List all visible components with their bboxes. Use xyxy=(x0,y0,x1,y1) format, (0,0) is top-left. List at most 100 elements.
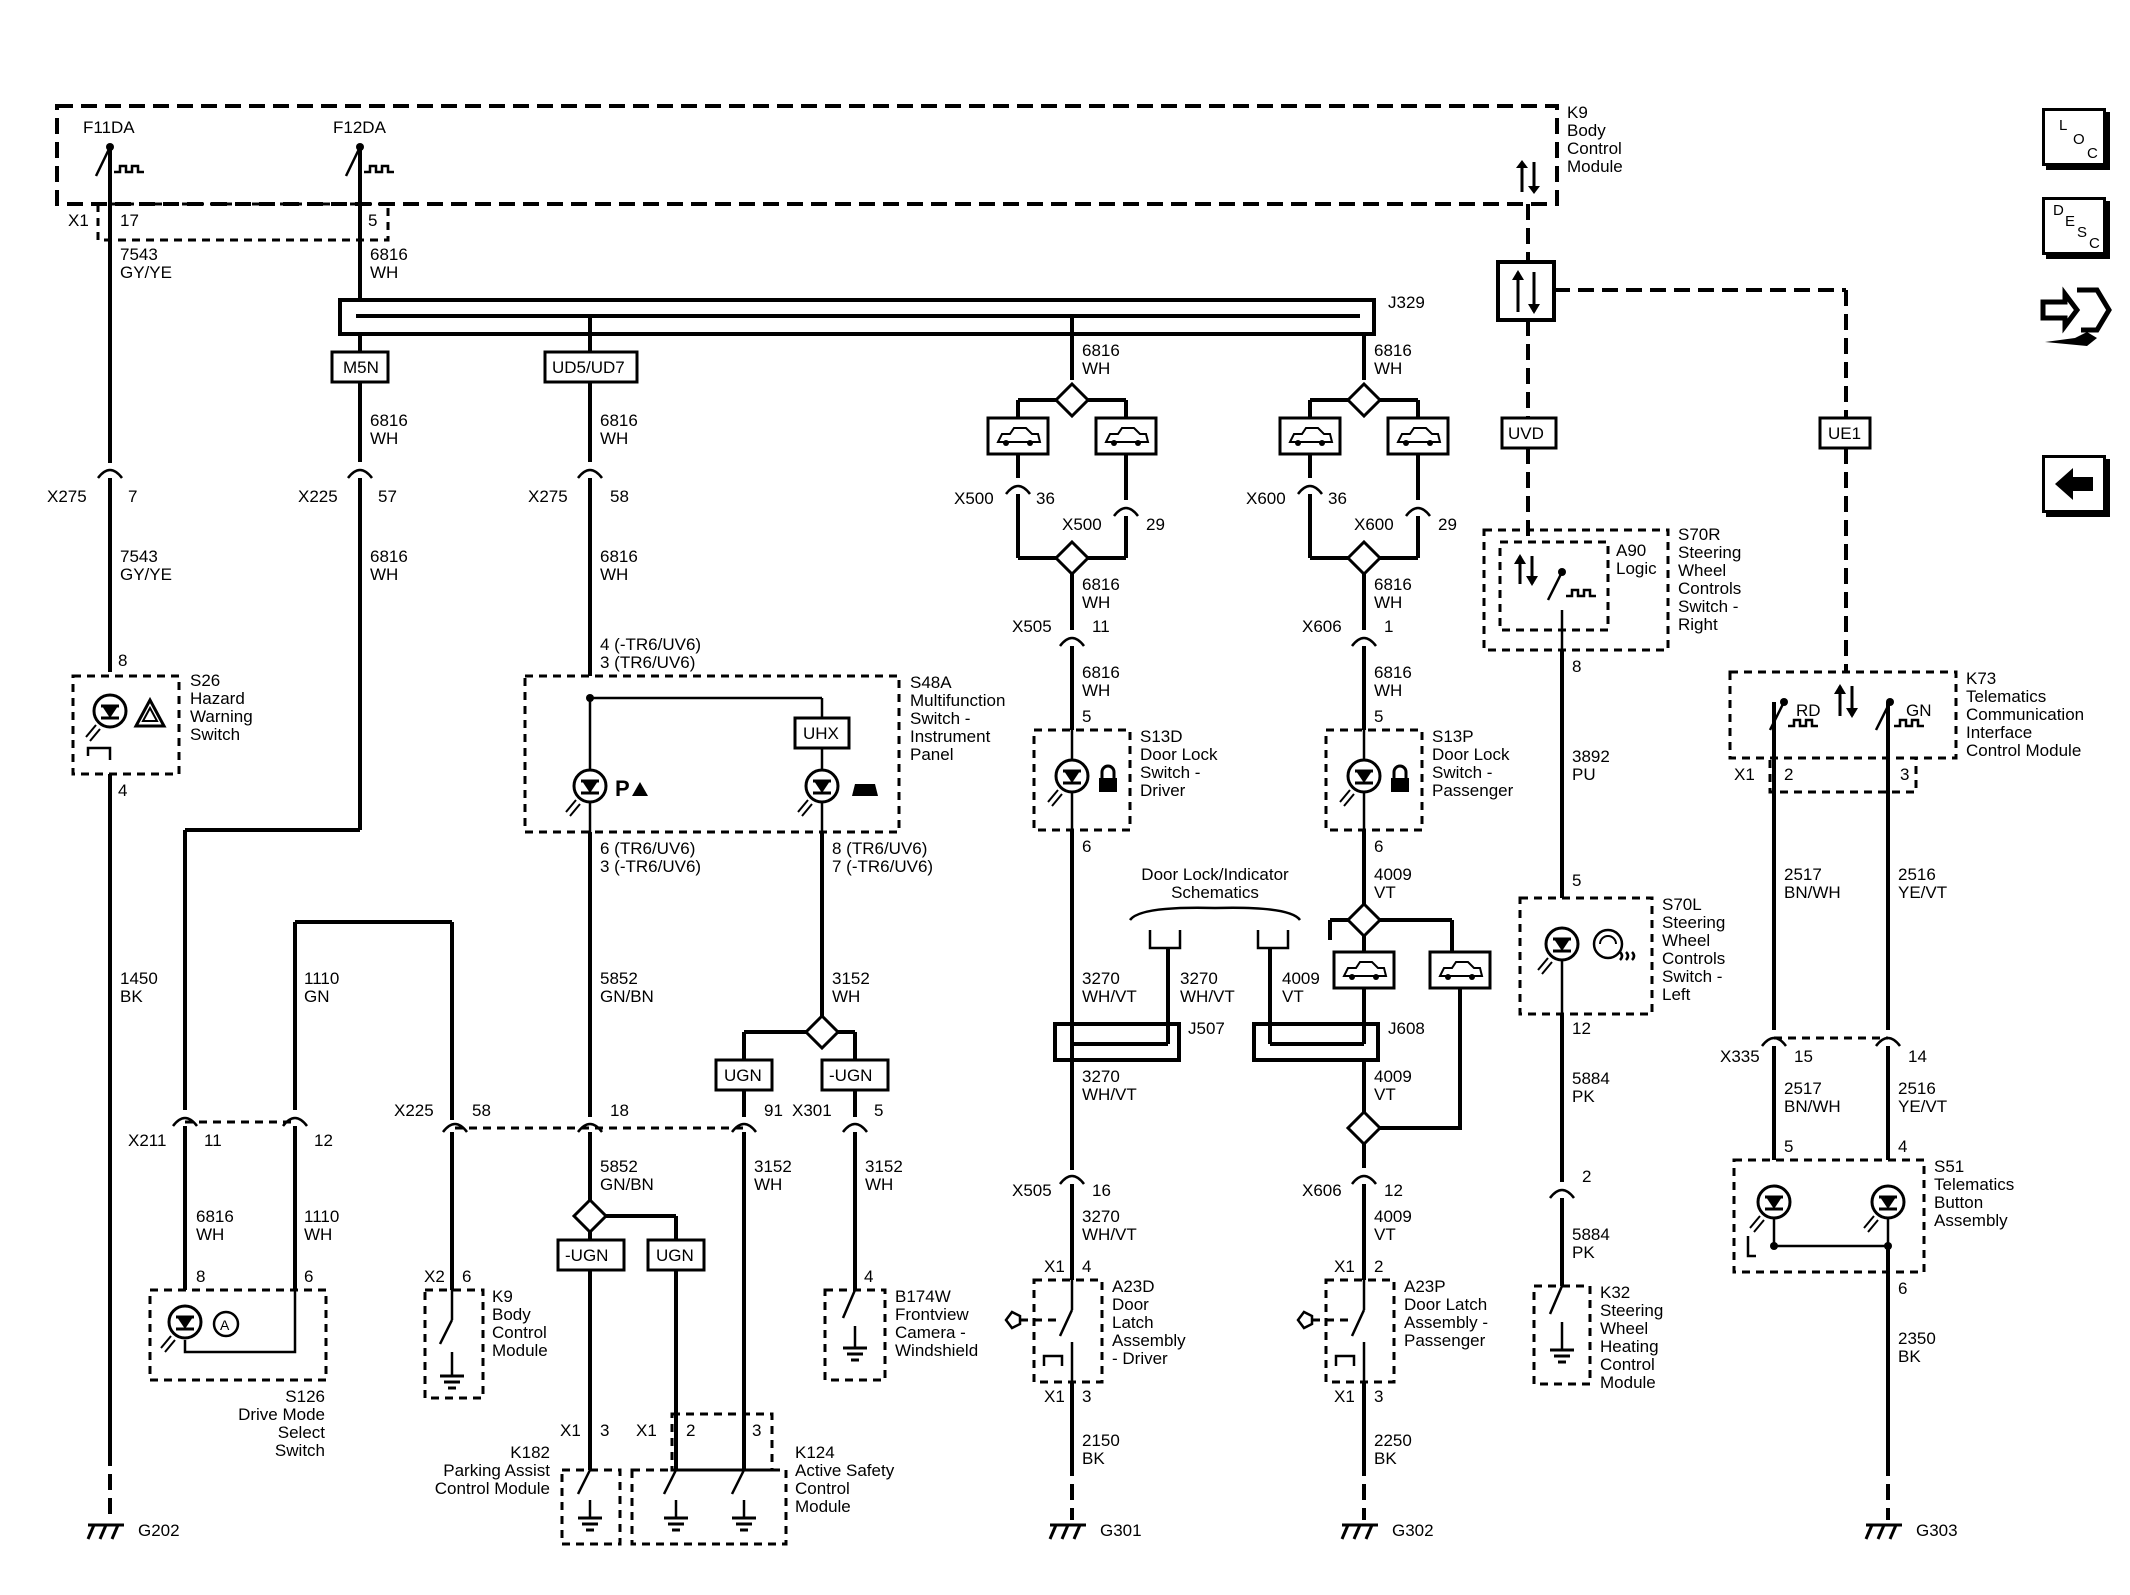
loc-letter: C xyxy=(2087,145,2098,162)
svg-text:7543: 7543 xyxy=(120,547,158,566)
svg-text:WH: WH xyxy=(832,987,860,1006)
k32-label: K32 Steering Wheel Heating Control Modul… xyxy=(1600,1283,1663,1392)
svg-text:4009: 4009 xyxy=(1374,1207,1412,1226)
wire-7543b-label: 7543 GY/YE xyxy=(120,547,172,584)
svg-text:PK: PK xyxy=(1572,1243,1595,1262)
s13d-pin-5: 5 xyxy=(1082,707,1091,726)
s48a-label: S48A Multifunction Switch - Instrument P… xyxy=(910,673,1005,764)
svg-text:WH/VT: WH/VT xyxy=(1082,1085,1137,1104)
svg-text:Module: Module xyxy=(795,1497,851,1516)
x335-connector: X335 15 14 xyxy=(1720,1047,1927,1066)
k73-x1-2-connector: X1 2 xyxy=(1734,765,1793,784)
svg-text:5884: 5884 xyxy=(1572,1069,1610,1088)
x606-1-connector: X606 1 xyxy=(1302,617,1393,636)
svg-text:12: 12 xyxy=(1384,1181,1403,1200)
svg-text:BN/WH: BN/WH xyxy=(1784,883,1841,902)
k9-bcm-label: K9 Body Control Module xyxy=(1567,103,1623,176)
svg-text:X211: X211 xyxy=(128,1131,166,1150)
svg-text:57: 57 xyxy=(378,487,397,506)
svg-text:3270: 3270 xyxy=(1180,969,1218,988)
svg-text:16: 16 xyxy=(1092,1181,1111,1200)
wire-6816a-label: 6816 WH xyxy=(370,245,408,282)
s70r-label: S70R Steering Wheel Controls Switch - Ri… xyxy=(1678,525,1741,634)
svg-text:BK: BK xyxy=(120,987,143,1006)
bcm-serial-data-icon xyxy=(1516,160,1540,194)
svg-text:Door Lock/Indicator: Door Lock/Indicator xyxy=(1141,865,1289,884)
svg-text:VT: VT xyxy=(1374,883,1396,902)
svg-text:Assembly: Assembly xyxy=(1934,1211,2008,1230)
wire-3270a-label: 3270 WH/VT xyxy=(1082,969,1137,1006)
svg-text:3270: 3270 xyxy=(1082,1067,1120,1086)
svg-text:6816: 6816 xyxy=(370,547,408,566)
door-lock-ref-label: Door Lock/Indicator Schematics xyxy=(1141,865,1289,902)
svg-text:5884: 5884 xyxy=(1572,1225,1610,1244)
svg-text:S13P: S13P xyxy=(1432,727,1474,746)
j507-label: J507 xyxy=(1188,1019,1225,1038)
svg-text:3 (-TR6/UV6): 3 (-TR6/UV6) xyxy=(600,857,701,876)
svg-text:5852: 5852 xyxy=(600,1157,638,1176)
svg-text:Passenger: Passenger xyxy=(1404,1331,1486,1350)
s48a-bottom-right-pins: 8 (TR6/UV6) 7 (-TR6/UV6) xyxy=(832,839,933,876)
svg-text:Wheel: Wheel xyxy=(1662,931,1710,950)
x505-11-connector: X505 11 xyxy=(1012,617,1110,636)
s13p-label: S13P Door Lock Switch - Passenger xyxy=(1432,727,1514,800)
wire-6816i-label: 6816 WH xyxy=(1082,663,1120,700)
connector-wrench-icon[interactable] xyxy=(2035,280,2115,355)
s13d-label: S13D Door Lock Switch - Driver xyxy=(1140,727,1218,800)
svg-text:2517: 2517 xyxy=(1784,865,1822,884)
svg-text:X335: X335 xyxy=(1720,1047,1760,1066)
x606-12-connector: X606 12 xyxy=(1302,1181,1403,1200)
svg-text:3152: 3152 xyxy=(754,1157,792,1176)
svg-text:Communication: Communication xyxy=(1966,705,2084,724)
svg-text:K124: K124 xyxy=(795,1443,835,1462)
svg-text:Active Safety: Active Safety xyxy=(795,1461,895,1480)
a90-label: A90 Logic xyxy=(1616,541,1657,578)
svg-text:2: 2 xyxy=(1784,765,1793,784)
svg-text:Drive Mode: Drive Mode xyxy=(238,1405,325,1424)
svg-text:Control: Control xyxy=(492,1323,547,1342)
wire-2350-label: 2350 BK xyxy=(1898,1329,1936,1366)
j608-label: J608 xyxy=(1388,1019,1425,1038)
svg-text:3: 3 xyxy=(1374,1387,1383,1406)
svg-text:Left: Left xyxy=(1662,985,1691,1004)
k182-x1-3-connector: X1 3 xyxy=(560,1421,609,1440)
svg-text:WH/VT: WH/VT xyxy=(1082,987,1137,1006)
svg-text:WH/VT: WH/VT xyxy=(1180,987,1235,1006)
svg-text:WH: WH xyxy=(370,263,398,282)
wire-3270b-label: 3270 WH/VT xyxy=(1180,969,1235,1006)
svg-text:P: P xyxy=(615,776,630,801)
svg-text:2517: 2517 xyxy=(1784,1079,1822,1098)
svg-text:6816: 6816 xyxy=(196,1207,234,1226)
left-arrow-icon xyxy=(2055,468,2093,500)
wire-3152a-label: 3152 WH xyxy=(832,969,870,1006)
x505-16-connector: X505 16 xyxy=(1012,1181,1111,1200)
g301-ground: G301 xyxy=(1100,1521,1142,1540)
svg-text:Module: Module xyxy=(1600,1373,1656,1392)
back-button[interactable] xyxy=(2042,455,2106,513)
wire-1110b-label: 1110 WH xyxy=(304,1207,339,1244)
a23d-x1-3-connector: X1 3 xyxy=(1044,1387,1091,1406)
desc-button[interactable]: D E S C xyxy=(2042,197,2106,255)
svg-text:X600: X600 xyxy=(1354,515,1394,534)
wire-5884b-label: 5884 PK xyxy=(1572,1225,1610,1262)
s70l-label: S70L Steering Wheel Controls Switch - Le… xyxy=(1662,895,1725,1004)
svg-text:Interface: Interface xyxy=(1966,723,2032,742)
svg-text:WH: WH xyxy=(370,429,398,448)
wire-6816f-label: 6816 WH xyxy=(600,547,638,584)
svg-text:5: 5 xyxy=(874,1101,883,1120)
loc-button[interactable]: L O C xyxy=(2042,108,2106,166)
svg-text:K9: K9 xyxy=(492,1287,513,1306)
s48a-top-pins: 4 (-TR6/UV6) 3 (TR6/UV6) xyxy=(600,635,701,672)
svg-text:15: 15 xyxy=(1794,1047,1813,1066)
svg-text:K73: K73 xyxy=(1966,669,1996,688)
a23p-label: A23P Door Latch Assembly - Passenger xyxy=(1404,1277,1488,1350)
wire-4009c-label: 4009 VT xyxy=(1374,1067,1412,1104)
svg-text:S26: S26 xyxy=(190,671,220,690)
svg-text:Right: Right xyxy=(1678,615,1718,634)
svg-text:14: 14 xyxy=(1908,1047,1927,1066)
svg-text:58: 58 xyxy=(472,1101,491,1120)
a23p-x1-3-connector: X1 3 xyxy=(1334,1387,1383,1406)
svg-text:BK: BK xyxy=(1374,1449,1397,1468)
svg-text:6816: 6816 xyxy=(1082,341,1120,360)
